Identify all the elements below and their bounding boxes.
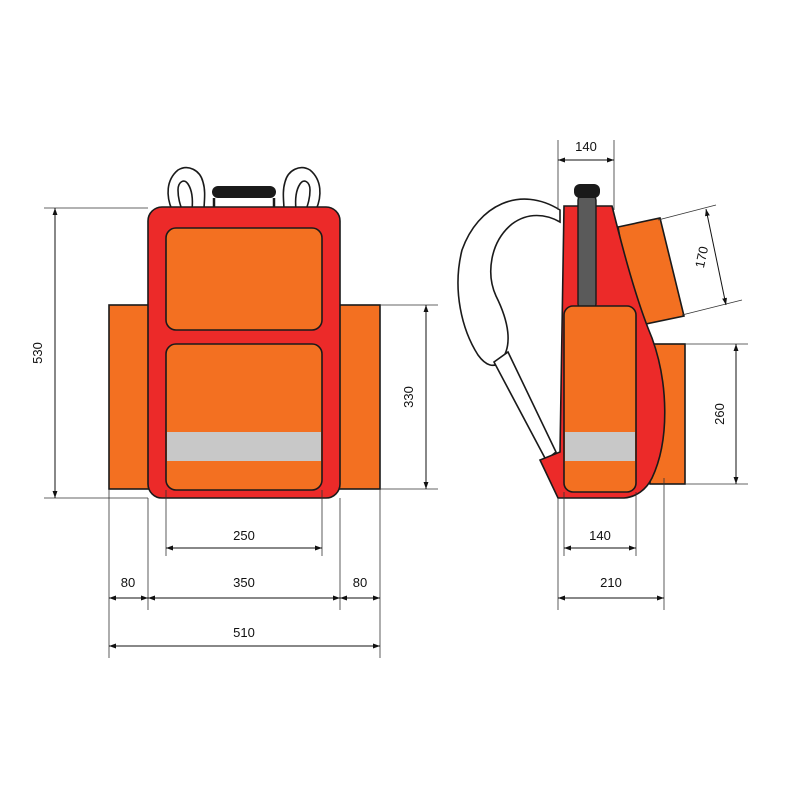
upper-front-pocket (165, 227, 323, 331)
dim-label-side-pocket-height: 330 (401, 386, 416, 408)
dim-label-lower-pocket-height: 260 (712, 403, 727, 425)
dim-label-side-pocket-right-width: 80 (353, 575, 367, 590)
side-view (457, 184, 686, 499)
side-reflective-stripe (565, 432, 635, 461)
side-back-frame (577, 195, 597, 309)
right-side-pocket (338, 304, 381, 490)
side-dimensions: 140 170 260 140 210 (557, 139, 748, 610)
right-shoulder-strap (282, 166, 321, 211)
reflective-stripe (167, 432, 321, 461)
lower-front-pocket (165, 343, 323, 491)
dim-label-side-pocket-left-width: 80 (121, 575, 135, 590)
left-shoulder-strap (167, 166, 206, 211)
side-front-pocket (563, 305, 637, 493)
carry-handle-grip (212, 186, 276, 198)
side-shoulder-strap (457, 198, 561, 367)
dim-label-upper-pocket-height: 170 (692, 245, 711, 269)
dim-line-upper-pocket-height (705, 208, 727, 306)
side-strap-lower (492, 350, 557, 462)
dim-label-front-pocket-depth: 140 (589, 528, 611, 543)
dim-label-top-depth: 140 (575, 139, 597, 154)
dim-label-total-depth: 210 (600, 575, 622, 590)
dim-label-body-width: 350 (233, 575, 255, 590)
front-shoulder-straps (167, 166, 321, 211)
side-carry-handle (574, 184, 600, 198)
left-side-pocket (108, 304, 151, 490)
front-dimensions: 530 330 250 80 350 80 510 (30, 207, 438, 658)
dim-label-inner-pocket-width: 250 (233, 528, 255, 543)
front-view (108, 166, 381, 499)
dim-label-height-total: 530 (30, 342, 45, 364)
dim-label-total-width: 510 (233, 625, 255, 640)
